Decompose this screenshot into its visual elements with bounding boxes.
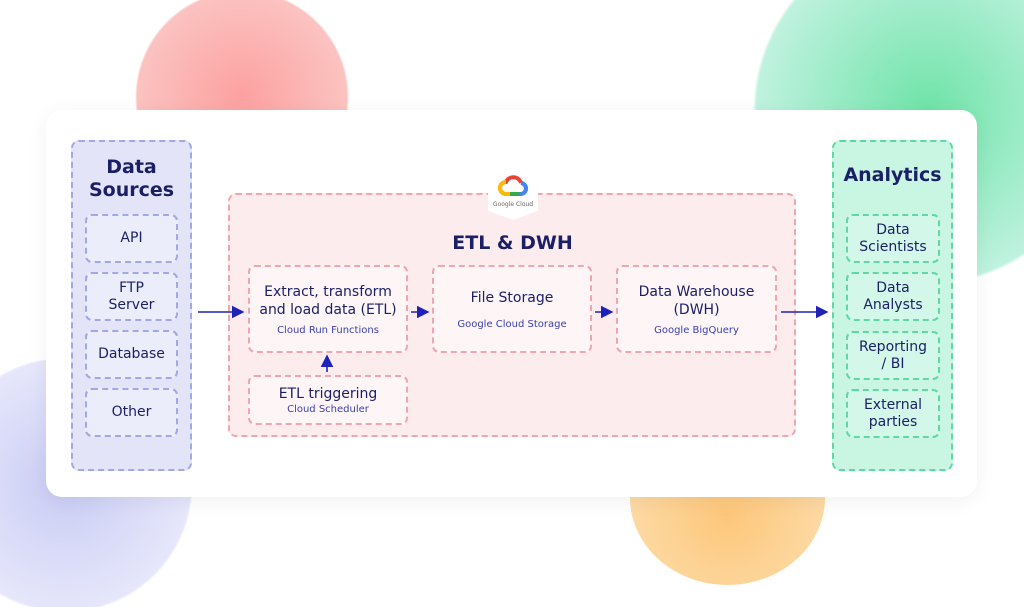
data-sources-title: Data Sources — [88, 156, 175, 201]
analytics-reporting-bi: Reporting / BI — [846, 331, 940, 380]
source-other: Other — [85, 388, 178, 437]
analytics-external-parties: External parties — [846, 389, 940, 438]
etl-box-subtitle: Cloud Run Functions — [277, 324, 379, 336]
file-storage-title: File Storage — [470, 289, 554, 306]
analytics-data-analysts: Data Analysts — [846, 272, 940, 321]
google-cloud-label: Google Cloud — [492, 201, 534, 208]
etl-trigger-box: ETL triggering Cloud Scheduler — [248, 375, 408, 425]
source-database: Database — [85, 330, 178, 379]
dwh-subtitle: Google BigQuery — [654, 324, 739, 336]
google-cloud-logo: Google Cloud — [488, 168, 538, 220]
google-cloud-icon — [498, 175, 528, 196]
etl-title: ETL & DWH — [452, 232, 573, 254]
source-api: API — [85, 214, 178, 263]
etl-trigger-subtitle: Cloud Scheduler — [287, 404, 369, 415]
dwh-box: Data Warehouse (DWH) Google BigQuery — [616, 265, 777, 353]
dwh-title: Data Warehouse (DWH) — [638, 283, 755, 318]
etl-box-title: Extract, transform and load data (ETL) — [259, 283, 397, 318]
analytics-data-scientists: Data Scientists — [846, 214, 940, 263]
source-ftp: FTP Server — [85, 272, 178, 321]
file-storage-subtitle: Google Cloud Storage — [457, 318, 567, 330]
etl-trigger-title: ETL triggering — [278, 386, 378, 402]
etl-box: Extract, transform and load data (ETL) C… — [248, 265, 408, 353]
file-storage-box: File Storage Google Cloud Storage — [432, 265, 592, 353]
analytics-title: Analytics — [843, 164, 942, 186]
